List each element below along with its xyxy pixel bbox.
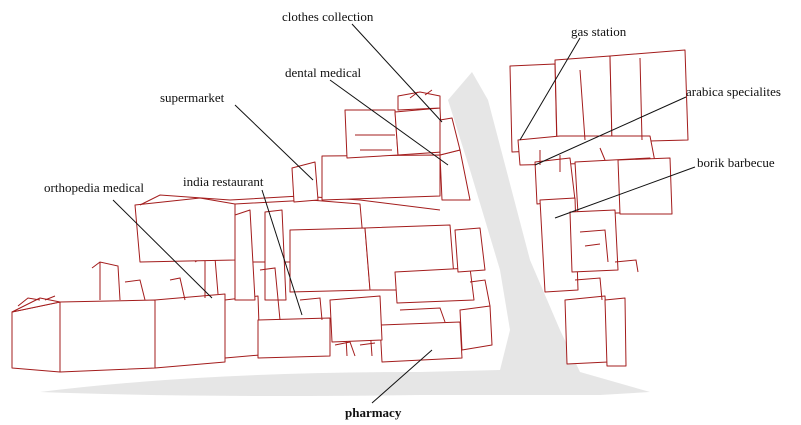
road-shadow bbox=[40, 72, 650, 396]
label-india-restaurant: india restaurant bbox=[183, 174, 264, 189]
label-clothes-collection: clothes collection bbox=[282, 9, 374, 24]
leader-clothes-collection bbox=[351, 23, 443, 123]
building-north-block bbox=[291, 89, 471, 203]
label-pharmacy: pharmacy bbox=[345, 405, 402, 420]
label-dental-medical: dental medical bbox=[285, 65, 362, 80]
leader-india-restaurant bbox=[261, 189, 303, 316]
leader-supermarket bbox=[234, 104, 314, 181]
leader-dental-medical bbox=[329, 79, 449, 166]
building-west-row bbox=[11, 255, 226, 373]
leader-lines bbox=[112, 23, 696, 404]
leader-borik-barbecue bbox=[554, 166, 696, 219]
building-south-block bbox=[329, 227, 493, 363]
label-arabica-specialites: arabica specialites bbox=[686, 84, 781, 99]
label-supermarket: supermarket bbox=[160, 90, 225, 105]
label-borik-barbecue: borik barbecue bbox=[697, 155, 775, 170]
label-gas-station: gas station bbox=[571, 24, 627, 39]
leader-gas-station bbox=[519, 37, 581, 141]
leader-arabica-specialites bbox=[534, 96, 687, 166]
leader-pharmacy bbox=[371, 349, 433, 404]
label-orthopedia-medical: orthopedia medical bbox=[44, 180, 144, 195]
leader-orthopedia-medical bbox=[112, 199, 213, 299]
